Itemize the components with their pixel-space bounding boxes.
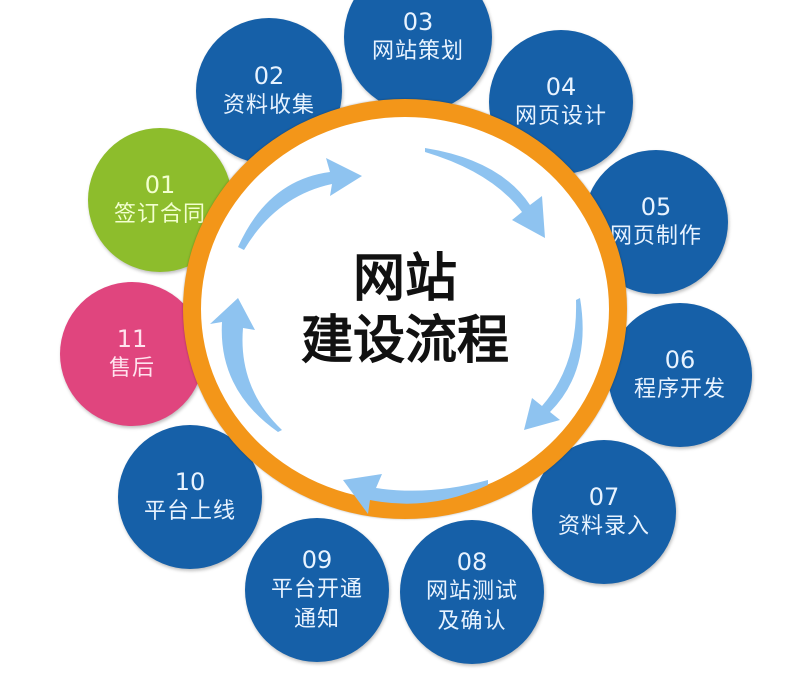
step-label-line2: 及确认 [437, 609, 507, 634]
step-label: 网站测试 [425, 579, 518, 604]
step-label: 程序开发 [633, 377, 726, 402]
step-09-launch-notice: 09 平台开通 通知 [245, 518, 389, 662]
step-number: 02 [253, 62, 285, 90]
step-label: 网站策划 [371, 39, 464, 64]
step-label: 网页制作 [609, 224, 702, 249]
step-06-program-development: 06 程序开发 [608, 303, 752, 447]
step-number: 11 [116, 325, 148, 353]
title-line-1: 网站 [352, 249, 457, 309]
step-number: 01 [144, 171, 176, 199]
step-10-platform-launch: 10 平台上线 [118, 425, 262, 569]
step-number: 04 [545, 73, 577, 101]
step-number: 07 [588, 483, 620, 511]
step-label: 资料收集 [222, 93, 315, 118]
center-title: 网站 建设流程 [250, 248, 560, 372]
step-number: 09 [301, 546, 333, 574]
step-02-collect-materials: 02 资料收集 [196, 18, 342, 164]
step-05-page-production: 05 网页制作 [584, 150, 728, 294]
step-label: 售后 [108, 356, 155, 381]
step-01-sign-contract: 01 签订合同 [88, 128, 232, 272]
step-08-site-testing: 08 网站测试 及确认 [400, 520, 544, 664]
step-label: 资料录入 [557, 514, 650, 539]
step-label: 网页设计 [514, 104, 607, 129]
step-label: 签订合同 [113, 202, 206, 227]
step-label: 平台上线 [143, 499, 236, 524]
step-number: 06 [664, 346, 696, 374]
step-number: 05 [640, 193, 672, 221]
step-number: 08 [456, 548, 488, 576]
step-number: 03 [402, 8, 434, 36]
step-07-data-entry: 07 资料录入 [532, 440, 676, 584]
step-number: 10 [174, 468, 206, 496]
step-11-after-sales: 11 售后 [60, 282, 204, 426]
step-label: 平台开通 [270, 577, 363, 602]
title-line-2: 建设流程 [300, 311, 509, 371]
step-label-line2: 通知 [293, 607, 340, 632]
